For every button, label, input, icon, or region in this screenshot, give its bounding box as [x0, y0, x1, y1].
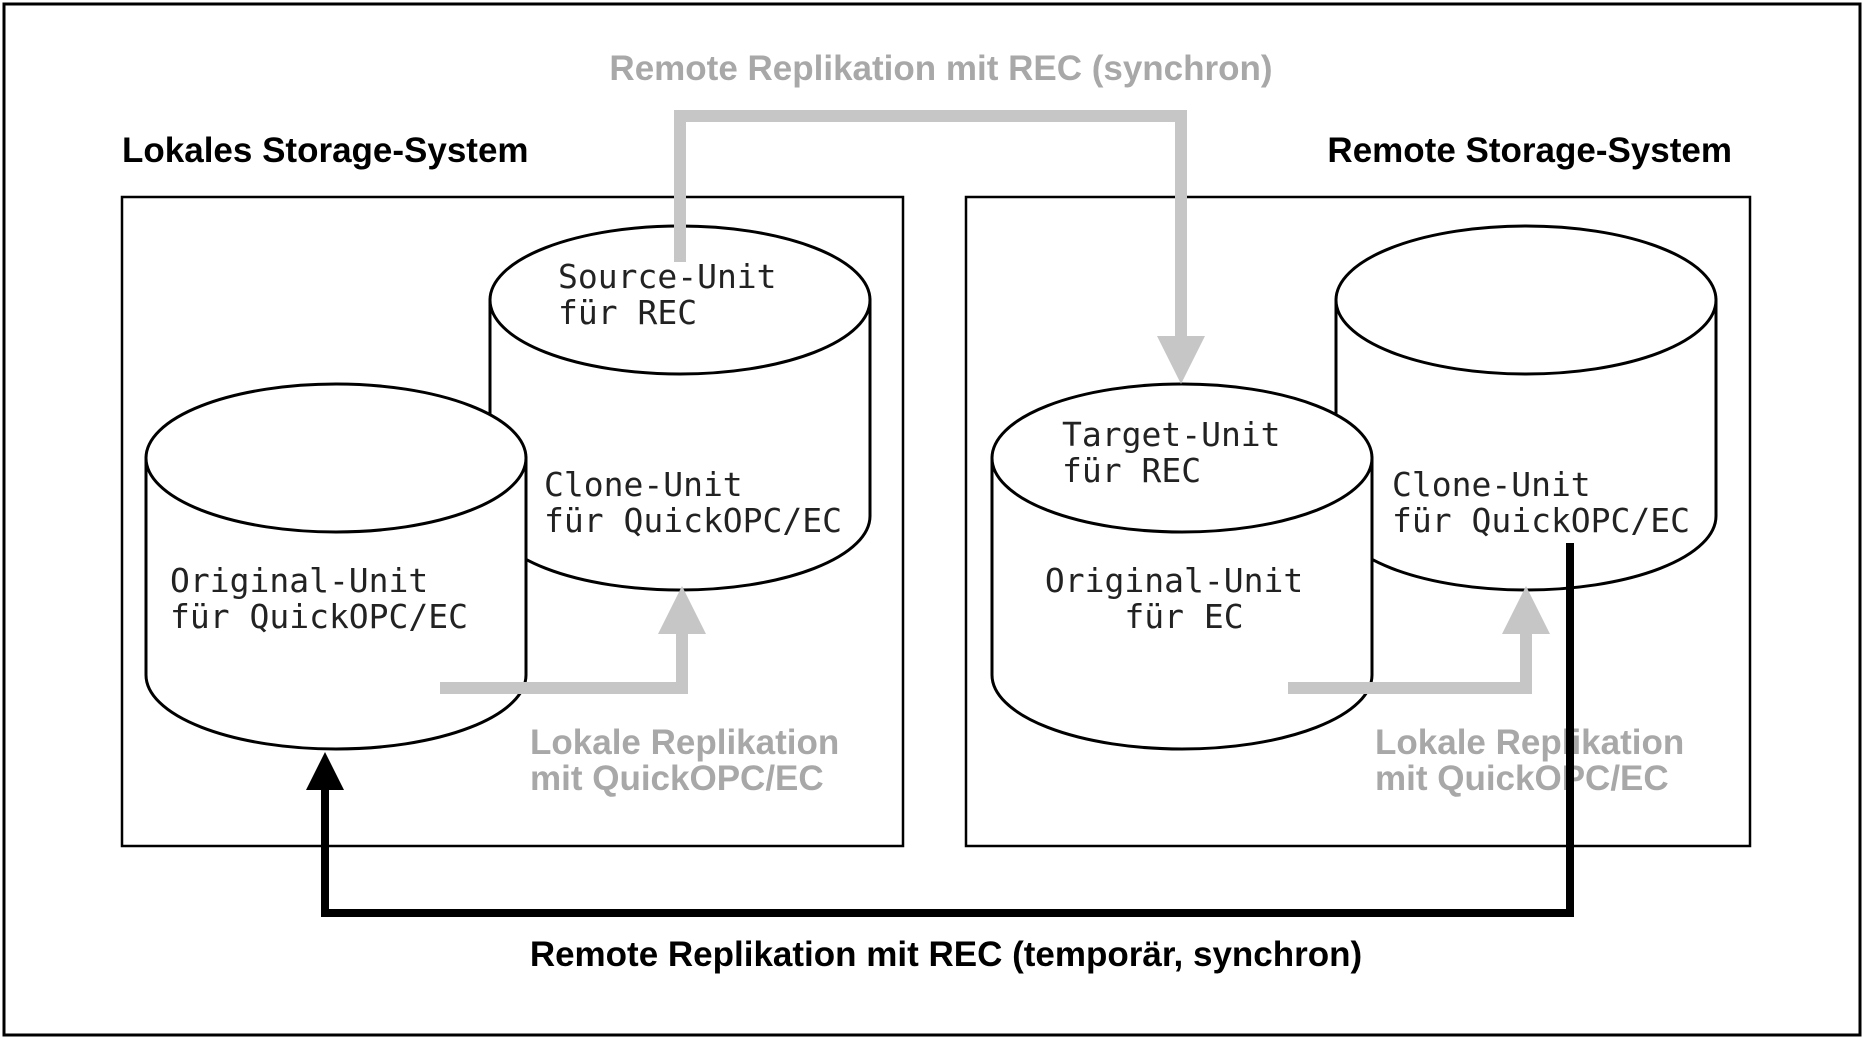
local-clone-unit-label: Clone-Unit für QuickOPC/EC	[544, 465, 842, 540]
remote-system-title: Remote Storage-System	[1327, 131, 1732, 170]
remote-sync-arrow	[674, 110, 1205, 384]
remote-temp-sync-arrowhead	[306, 752, 344, 790]
remote-target-original-cylinder	[990, 382, 1374, 751]
remote-target-unit-label: Target-Unit für REC	[1062, 415, 1300, 490]
local-original-cylinder	[144, 382, 528, 751]
remote-original-unit-label: Original-Unit für EC	[1045, 561, 1323, 636]
local-replication-arrow	[440, 586, 706, 694]
local-system-box	[120, 195, 905, 848]
local-source-unit-label: Source-Unit für REC	[558, 257, 796, 332]
local-source-clone-cylinder	[488, 224, 872, 592]
remote-local-replication-arrow	[1288, 586, 1550, 694]
remote-local-replication-label: Lokale Replikation mit QuickOPC/EC	[1375, 723, 1694, 798]
remote-temp-sync-label: Remote Replikation mit REC (temporär, sy…	[530, 935, 1362, 974]
local-original-unit-label: Original-Unit für QuickOPC/EC	[170, 561, 468, 636]
local-system-title: Lokales Storage-System	[122, 131, 529, 170]
remote-system-box	[964, 195, 1752, 848]
remote-clone-unit-label: Clone-Unit für QuickOPC/EC	[1392, 465, 1690, 540]
local-replication-label: Lokale Replikation mit QuickOPC/EC	[530, 723, 849, 798]
remote-sync-label: Remote Replikation mit REC (synchron)	[609, 49, 1272, 88]
remote-temp-sync-arrow	[321, 543, 1574, 917]
